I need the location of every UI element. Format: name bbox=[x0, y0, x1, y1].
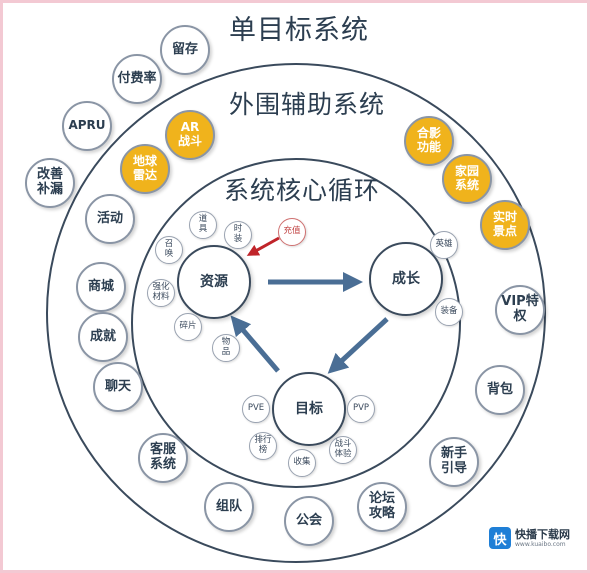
node-hero[interactable]: 英雄 bbox=[430, 231, 458, 259]
diagram-canvas: 单目标系统 外围辅助系统 系统核心循环 留存 付费率 APRU 改善 补漏 活动… bbox=[3, 3, 587, 570]
ring-inner bbox=[131, 158, 461, 488]
title-single-goal-system: 单目标系统 bbox=[229, 15, 369, 46]
node-equip[interactable]: 装备 bbox=[435, 298, 463, 326]
node-costume[interactable]: 时 装 bbox=[224, 221, 252, 249]
node-mall[interactable]: 商城 bbox=[76, 262, 126, 312]
node-recharge[interactable]: 充值 bbox=[278, 218, 306, 246]
arrows-layer bbox=[230, 236, 389, 374]
node-item[interactable]: 物 品 bbox=[212, 334, 240, 362]
ring-outer bbox=[46, 63, 546, 563]
watermark-url: www.kuaibo.com bbox=[515, 540, 566, 548]
node-payment-rate[interactable]: 付费率 bbox=[112, 54, 162, 104]
node-ranking[interactable]: 排行 榜 bbox=[249, 432, 277, 460]
node-forum-guide[interactable]: 论坛 攻略 bbox=[357, 482, 407, 532]
watermark-logo-icon: 快 bbox=[489, 527, 511, 549]
node-arpu[interactable]: APRU bbox=[62, 101, 112, 151]
node-bag[interactable]: 背包 bbox=[475, 365, 525, 415]
node-collect[interactable]: 收集 bbox=[288, 449, 316, 477]
node-tutorial[interactable]: 新手 引导 bbox=[429, 437, 479, 487]
node-pvp[interactable]: PVP bbox=[347, 395, 375, 423]
node-resource[interactable]: 资源 bbox=[177, 245, 251, 319]
node-retention[interactable]: 留存 bbox=[160, 25, 210, 75]
node-growth[interactable]: 成长 bbox=[369, 242, 443, 316]
node-event[interactable]: 活动 bbox=[85, 194, 135, 244]
watermark: 快 快播下载网 www.kuaibo.com bbox=[489, 527, 570, 549]
node-improve-fix[interactable]: 改善 补漏 bbox=[25, 158, 75, 208]
title-peripheral-system: 外围辅助系统 bbox=[228, 90, 386, 119]
watermark-name: 快播下载网 bbox=[515, 527, 570, 541]
node-customer-service[interactable]: 客服 系统 bbox=[138, 433, 188, 483]
node-prop[interactable]: 道 具 bbox=[189, 211, 217, 239]
node-material[interactable]: 强化 材料 bbox=[147, 279, 175, 307]
node-landmark[interactable]: 实时 景点 bbox=[480, 200, 530, 250]
node-battle-experience[interactable]: 战斗 体验 bbox=[329, 436, 357, 464]
node-goal[interactable]: 目标 bbox=[272, 372, 346, 446]
node-summon[interactable]: 召 唤 bbox=[155, 236, 183, 264]
node-team[interactable]: 组队 bbox=[204, 482, 254, 532]
arrow-goal-to-resource bbox=[230, 315, 280, 373]
node-globe-radar[interactable]: 地球 雷达 bbox=[120, 144, 170, 194]
arrow-recharge-to-resource bbox=[246, 236, 280, 256]
node-guild[interactable]: 公会 bbox=[284, 496, 334, 546]
node-chat[interactable]: 聊天 bbox=[93, 362, 143, 412]
node-ar-battle[interactable]: AR 战斗 bbox=[165, 110, 215, 160]
node-vip[interactable]: VIP特 权 bbox=[495, 285, 545, 335]
node-shard[interactable]: 碎片 bbox=[174, 313, 202, 341]
title-core-loop: 系统核心循环 bbox=[223, 176, 381, 205]
node-photo[interactable]: 合影 功能 bbox=[404, 116, 454, 166]
arrow-growth-to-goal bbox=[327, 317, 389, 374]
node-home[interactable]: 家园 系统 bbox=[442, 154, 492, 204]
node-pve[interactable]: PVE bbox=[242, 395, 270, 423]
node-achievement[interactable]: 成就 bbox=[78, 312, 128, 362]
